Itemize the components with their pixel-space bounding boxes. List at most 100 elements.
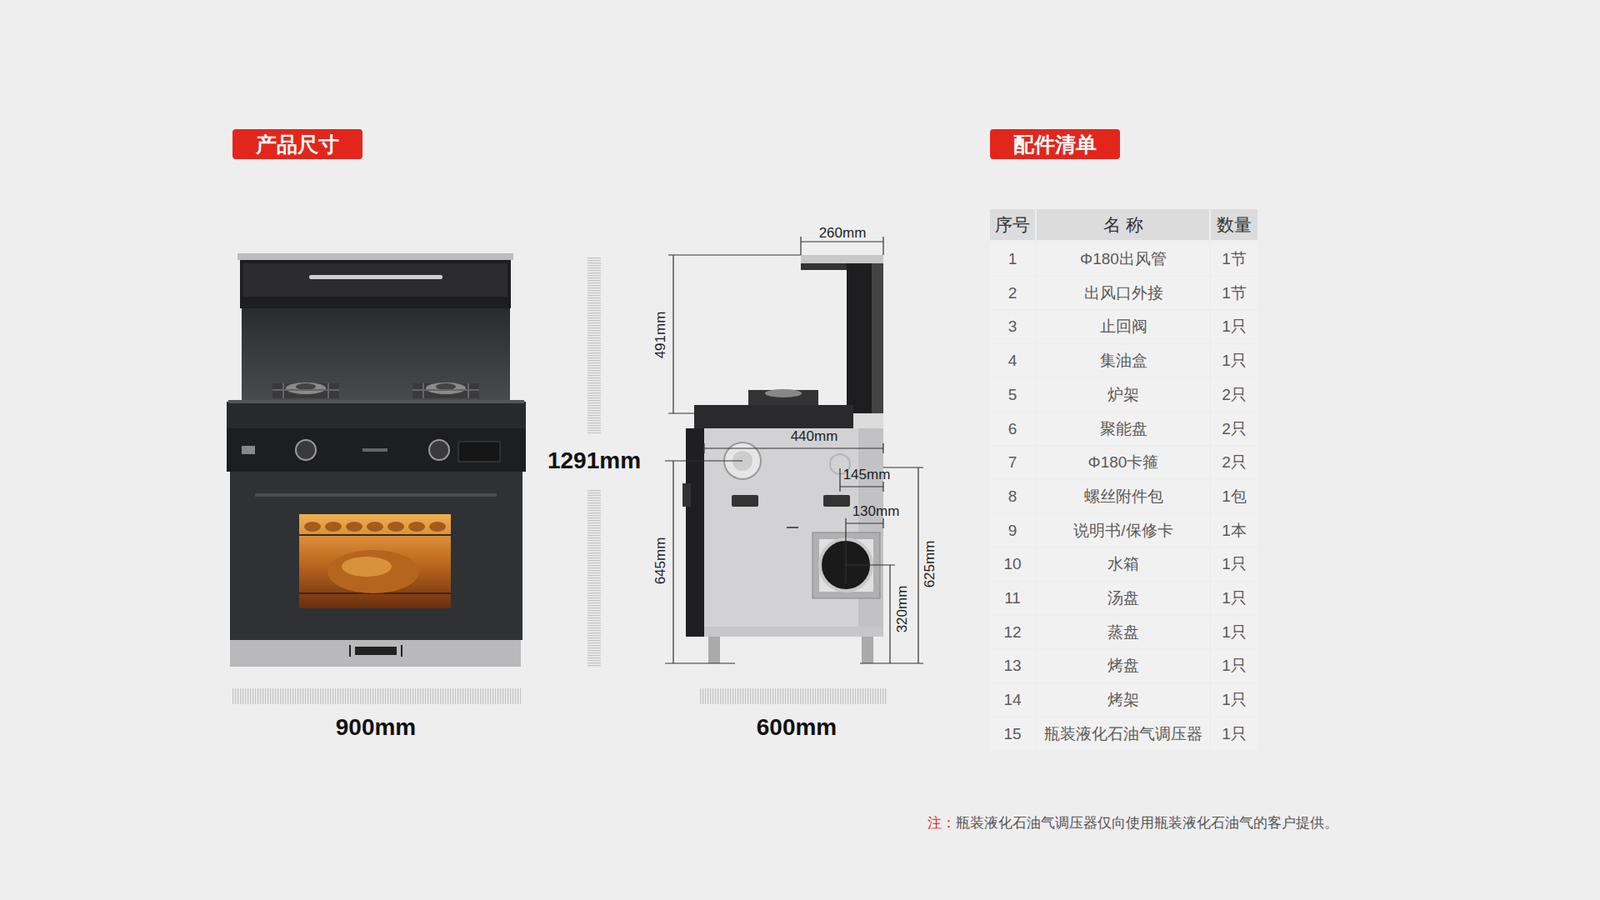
table-cell: [1036, 412, 1210, 445]
table-cell-text: 1只: [1221, 690, 1247, 710]
table-cell-text: 瓶装液化石油气调压器: [1044, 725, 1203, 744]
table-cell: [990, 209, 1035, 240]
dimension-label: 900mm: [335, 714, 417, 741]
table-cell-text: 9: [1008, 521, 1018, 540]
table-cell-text: 14: [1003, 690, 1021, 710]
table-cell: [1210, 717, 1258, 750]
table-cell: [990, 650, 1035, 683]
table-cell-text: Φ180卡箍: [1088, 453, 1160, 472]
table-cell: [1036, 276, 1210, 310]
table-cell-text: 说明书/保修卡: [1073, 521, 1173, 540]
table-cell: [990, 514, 1035, 547]
dimension-label: 625mm: [921, 540, 939, 589]
note-text: 注：: [927, 815, 956, 832]
dimension-label: 645mm: [652, 537, 670, 585]
dimension-label: 260mm: [819, 225, 867, 242]
table-cell-text: 15: [1003, 725, 1021, 744]
table-cell: [1210, 345, 1258, 378]
table-cell: [1036, 480, 1210, 514]
table-cell-text: 1节: [1221, 250, 1247, 269]
table-cell: [990, 615, 1035, 649]
table-cell: [990, 548, 1035, 581]
table-cell: [1210, 650, 1258, 683]
table-cell-text: 5: [1008, 385, 1018, 405]
table-cell-text: 12: [1003, 623, 1021, 642]
dimension-label: 1291mm: [547, 447, 641, 475]
table-cell: [1036, 650, 1210, 683]
section-tag: 配件清单: [990, 129, 1120, 160]
table-cell: [990, 582, 1035, 615]
table-cell-text: 1只: [1221, 725, 1247, 744]
table-cell-text: 止回阀: [1100, 317, 1148, 336]
dimension-label: 440mm: [790, 428, 839, 445]
table-cell: [990, 243, 1035, 276]
table-header: 序号: [995, 215, 1030, 235]
table-cell: [1210, 615, 1258, 649]
table-cell-text: 1只: [1221, 623, 1247, 642]
table-cell: [990, 684, 1035, 717]
table-cell-text: 烤盘: [1107, 656, 1140, 675]
table-cell-text: 10: [1003, 555, 1021, 574]
table-cell-text: 2: [1008, 284, 1018, 303]
dimension-lines: [665, 236, 924, 664]
table-cell-text: 蒸盘: [1107, 623, 1140, 642]
table-cell-text: 8: [1008, 487, 1018, 506]
table-cell: [1210, 582, 1258, 615]
table-cell-text: 2只: [1221, 385, 1247, 405]
table-header: 名 称: [1103, 215, 1144, 235]
table-cell-text: 1只: [1221, 317, 1247, 336]
table-cell-text: 烤架: [1107, 690, 1140, 710]
table-cell-text: 2只: [1221, 453, 1247, 472]
front-view: [226, 253, 526, 667]
table-cell-text: 1只: [1221, 656, 1247, 675]
table-cell-text: 7: [1008, 453, 1018, 472]
table-cell-text: 炉架: [1107, 385, 1140, 405]
table-cell: [1210, 412, 1258, 445]
table-cell: [1036, 684, 1210, 717]
side-view: [682, 255, 884, 664]
table-cell: [1210, 276, 1258, 310]
table-cell: [1036, 717, 1210, 750]
table-cell: [1036, 310, 1210, 344]
table-cell-text: 螺丝附件包: [1084, 487, 1164, 506]
table-cell: [990, 446, 1035, 480]
table-cell: [1210, 310, 1258, 344]
table-cell: [990, 310, 1035, 344]
table-cell: [1210, 209, 1258, 240]
table-cell-text: 13: [1003, 656, 1021, 675]
table-cell: [1210, 378, 1258, 411]
table-cell-text: 集油盒: [1100, 351, 1148, 370]
table-cell: [990, 378, 1035, 411]
dimension-label: 491mm: [652, 311, 670, 360]
table-cell-text: 1只: [1221, 589, 1247, 608]
table-cell: [1036, 615, 1210, 649]
table-cell-text: 11: [1004, 589, 1021, 608]
table-cell: [1036, 446, 1210, 480]
tag-text: 产品尺寸: [255, 132, 340, 156]
table-cell-text: 1节: [1221, 284, 1247, 303]
table-cell: [1210, 480, 1258, 514]
table-cell: [1210, 548, 1258, 581]
table-cell-text: 1只: [1221, 351, 1247, 370]
table-cell: [1210, 446, 1258, 480]
table-cell: [1210, 514, 1258, 547]
table-cell-text: 4: [1008, 351, 1018, 370]
table-header: 数量: [1216, 215, 1252, 235]
table-cell-text: 1包: [1221, 487, 1247, 506]
dimension-label: 145mm: [843, 466, 891, 484]
table-cell: [990, 717, 1035, 750]
table-cell: [990, 412, 1035, 445]
table-cell: [990, 480, 1035, 514]
table-cell-text: 聚能盘: [1100, 420, 1148, 439]
table-cell-text: 2只: [1221, 420, 1247, 439]
table-cell-text: 1: [1008, 250, 1018, 269]
table-cell-text: 3: [1008, 317, 1018, 336]
table-cell-text: 6: [1008, 420, 1018, 439]
table-cell: [1036, 378, 1210, 411]
table-cell-text: Φ180出风管: [1080, 250, 1167, 269]
table-cell: [1036, 548, 1210, 581]
note-text: 瓶装液化石油气调压器仅向使用瓶装液化石油气的客户提供。: [955, 815, 1339, 832]
table-grid: [990, 209, 1258, 750]
dimension-label: 600mm: [756, 714, 838, 741]
